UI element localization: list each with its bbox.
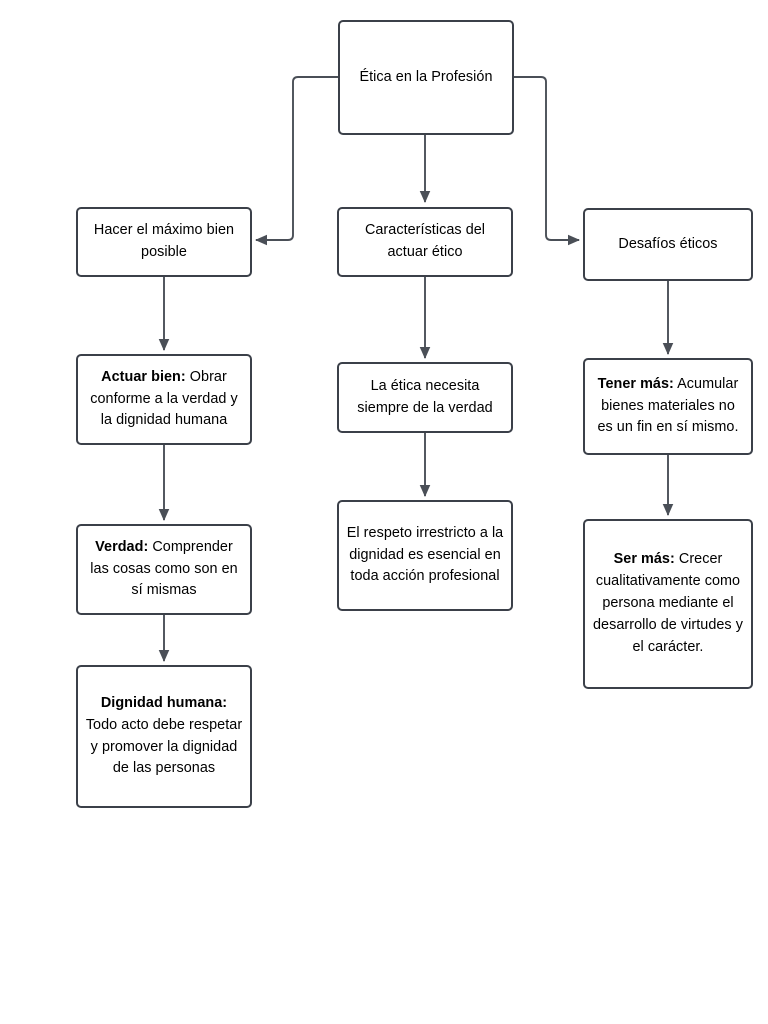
edge-root-to-branch-right — [514, 76, 580, 246]
node-etica-verdad[interactable]: La ética necesita siempre de la verdad — [337, 362, 513, 433]
node-branch-left[interactable]: Hacer el máximo bien posible — [76, 207, 252, 277]
node-branch-center-label: Características del actuar ético — [364, 222, 486, 260]
node-dignidad-humana[interactable]: Dignidad humana: Todo acto debe respetar… — [76, 665, 252, 808]
node-branch-left-label: Hacer el máximo bien posible — [93, 222, 235, 260]
node-tener-mas-label: Tener más: Acumular bienes materiales no… — [597, 375, 739, 436]
node-etica-verdad-label: La ética necesita siempre de la verdad — [357, 377, 493, 416]
node-actuar-bien[interactable]: Actuar bien: Obrar conforme a la verdad … — [76, 354, 252, 445]
node-actuar-bien-label: Actuar bien: Obrar conforme a la verdad … — [90, 368, 238, 429]
node-dignidad-humana-label: Dignidad humana: Todo acto debe respetar… — [85, 694, 243, 777]
node-verdad[interactable]: Verdad: Comprender las cosas como son en… — [76, 524, 252, 615]
node-branch-right-label: Desafíos éticos — [618, 235, 718, 252]
node-branch-right[interactable]: Desafíos éticos — [583, 208, 753, 281]
node-ser-mas[interactable]: Ser más: Crecer cualitativamente como pe… — [583, 519, 753, 689]
node-root[interactable]: Ética en la Profesión — [338, 20, 514, 135]
node-root-label: Ética en la Profesión — [359, 68, 493, 85]
node-ser-mas-label: Ser más: Crecer cualitativamente como pe… — [593, 551, 743, 655]
node-respeto-irrestricto-label: El respeto irrestricto a la dignidad es … — [346, 524, 504, 585]
node-tener-mas[interactable]: Tener más: Acumular bienes materiales no… — [583, 358, 753, 455]
node-respeto-irrestricto[interactable]: El respeto irrestricto a la dignidad es … — [337, 500, 513, 611]
node-branch-center[interactable]: Características del actuar ético — [337, 207, 513, 277]
node-verdad-label: Verdad: Comprender las cosas como son en… — [90, 538, 238, 599]
edge-root-to-branch-left — [255, 76, 338, 246]
